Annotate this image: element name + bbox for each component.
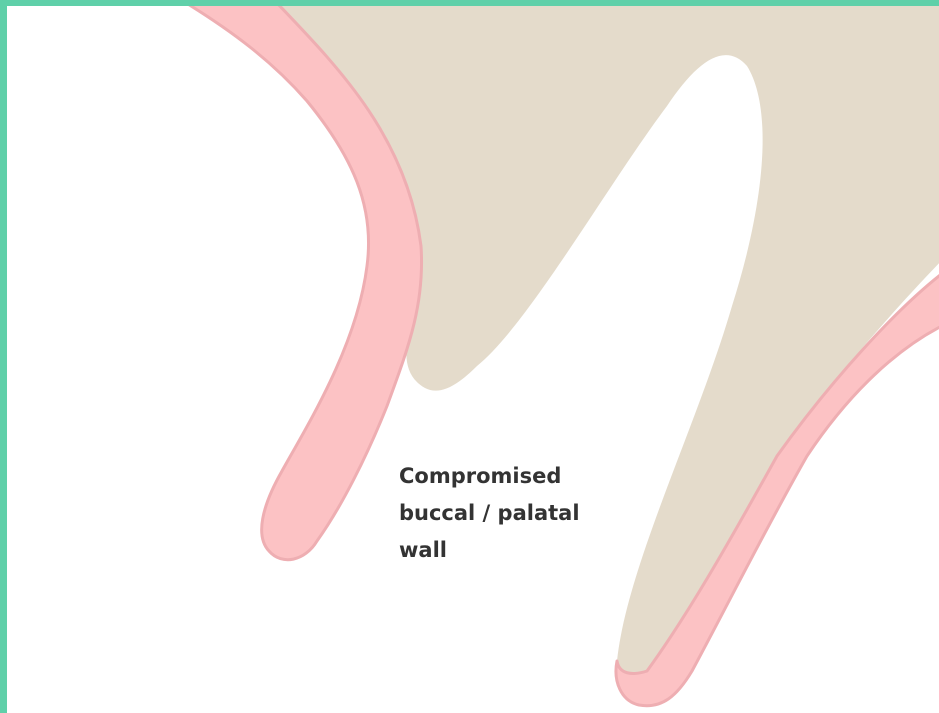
compromised-wall-label: Compromised buccal / palatal wall: [399, 458, 599, 569]
socket-illustration: [7, 6, 939, 713]
label-line-3: wall: [399, 532, 599, 569]
label-line-2: buccal / palatal: [399, 495, 599, 532]
label-line-1: Compromised: [399, 458, 599, 495]
